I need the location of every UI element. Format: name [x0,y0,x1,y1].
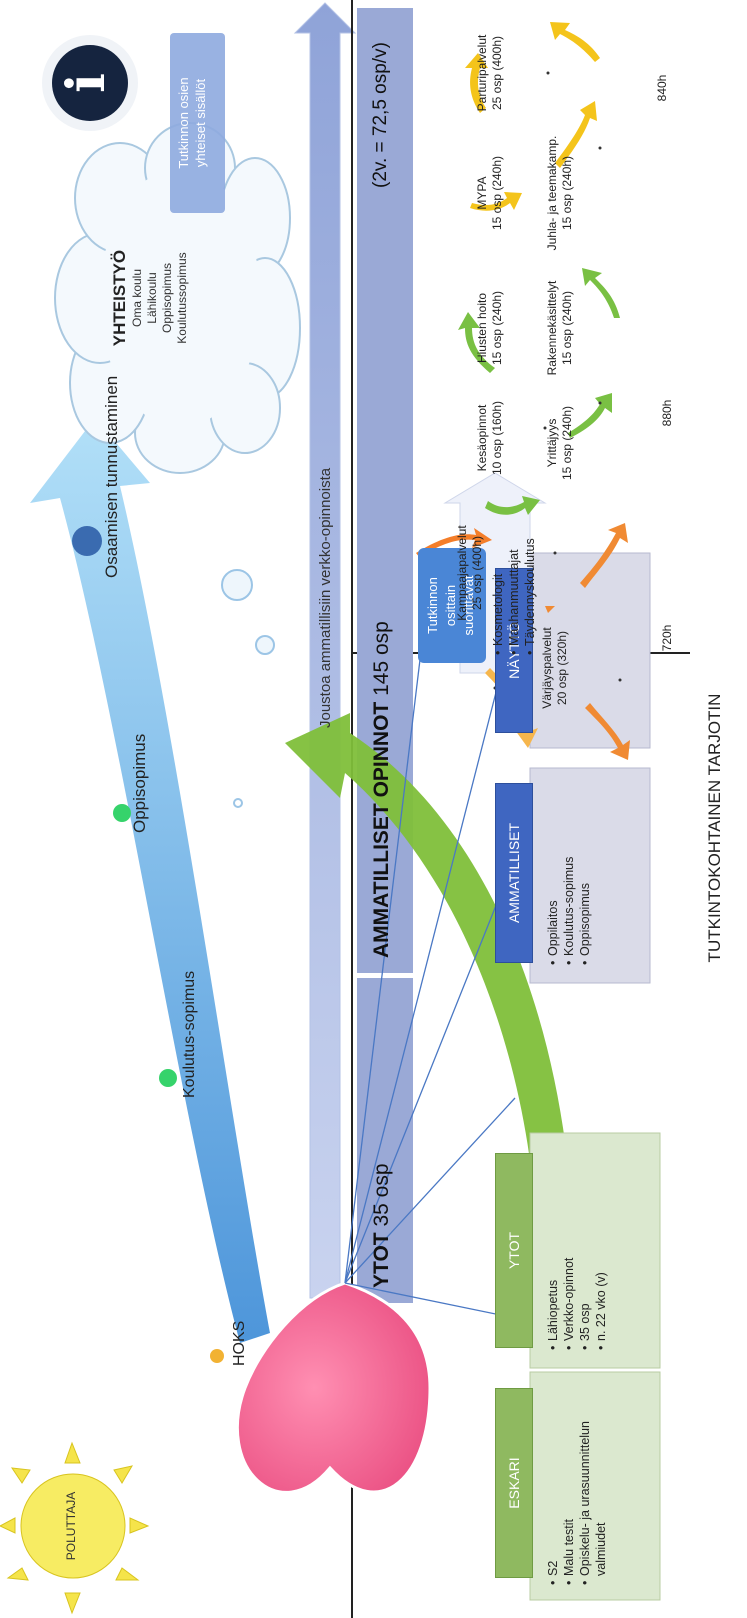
cycle3-hours: 840h [655,74,669,102]
module-name: Hiusten hoito [475,292,489,364]
cycle2-hours: 880h [660,399,674,427]
module-name: Rakennekäsittelyt [545,280,559,376]
cloud-text: YHTEISTYÖ Oma koulu Lähikoulu Oppisopimu… [110,188,190,408]
module-name: MYPA [475,176,489,210]
cloud-line-2: Lähikoulu [145,272,159,324]
info-box: Tutkinnon osien yhteiset sisällöt [175,38,209,208]
card-ytot-item: Lähiopetus [545,1131,561,1341]
heart-shape [235,1281,432,1494]
card-amm-item: Koulutus-sopimus [561,766,577,956]
module-credits: 25 osp (400h) [490,35,504,111]
cycle1-module1: Värjäyspalvelut 20 osp (320h) [540,623,570,713]
cycle1-hours: 720h [660,624,674,652]
flex-arrow-shape [293,2,357,1299]
ytot-bar-text: YTOT 35 osp [370,1163,394,1288]
cycle1-module2: Kampaajapalvelut 25 osp (400h) [455,518,485,628]
amm-bar-rest: 145 osp [370,621,393,696]
module-credits: 15 osp (240h) [560,405,574,481]
card-amm-item: Oppilaitos [545,766,561,956]
cloud-line-4: Koulutussopimus [175,252,189,344]
cycle3-module1: MYPA 15 osp (240h) [475,148,505,238]
cycle2-module1: Kesäopinnot 10 osp (160h) [475,388,505,488]
formula-text: (2v. = 72,5 osp/v) [370,42,391,188]
cycle-yellow-arrows [465,22,600,211]
cycle3-module3: Juhla- ja teemakamp. 15 osp (240h) [545,133,575,253]
card-eskari-item: S2 [545,1371,561,1576]
amm-bar-text: AMMATILLISET OPINNOT 145 osp [370,621,394,958]
module-name: Värjäyspalvelut [540,627,554,709]
info-letter: i [56,73,117,93]
flex-arrow-label: Joustoa ammatillisiin verkko-opinnoista [317,467,334,728]
card-ytot-header: YTOT [495,1153,533,1348]
path-label-koulutus: Koulutus-sopimus [181,970,198,1098]
module-name: Kesäopinnot [475,404,489,472]
cloud-line-1: Oma koulu [130,268,144,328]
module-credits: 15 osp (240h) [560,155,574,231]
amm-bar-bold: AMMATILLISET OPINNOT [370,701,393,958]
cycle2-module3: Yrittäjyys 15 osp (240h) [545,393,575,493]
module-credits: 15 osp (240h) [490,155,504,231]
cloud-shape [54,122,301,474]
cloud-title: YHTEISTYÖ [110,249,129,347]
partial-item: Täydennyskoulutus [522,496,538,646]
module-credits: 10 osp (160h) [490,400,504,476]
card-ytot-item: Verkko-opinnot [561,1131,577,1341]
module-name: Kampaajapalvelut [455,525,469,621]
partial-list: Kosmetologit Maahanmuuttajat Täydennysko… [490,496,538,658]
card-amm-title: AMMATILLISET [506,822,522,924]
partial-box-line: Tutkinnon [425,577,440,634]
card-ytot-title: YTOT [506,1231,522,1270]
module-credits: 15 osp (240h) [560,290,574,366]
card-amm-header: AMMATILLISET [495,783,533,963]
ytot-bar-rest: 35 osp [370,1163,393,1227]
sun-icon [0,1441,150,1615]
progress-arrow-shape [30,418,270,1343]
info-box-line-1: Tutkinnon osien [176,77,191,169]
cloud-line-3: Oppisopimus [160,262,174,334]
card-ytot-list: Lähiopetus Verkko-opinnot 35 osp n. 22 v… [545,1131,609,1353]
module-name: Parturipalvelut [475,34,489,112]
path-label-oppisopimus: Oppisopimus [130,733,149,833]
footer-title: TUTKINTOKOHTAINEN TARJOTIN [705,693,724,963]
partial-item: Kosmetologit [490,496,506,646]
cycle2-module4: Rakennekäsittelyt 15 osp (240h) [545,273,575,383]
card-eskari-item: Malu testit [561,1371,577,1576]
sun-label: POLUTTAJA [64,1491,78,1561]
module-credits: 20 osp (320h) [555,630,569,706]
card-eskari-title: ESKARI [506,1457,522,1509]
cycle2-module2: Hiusten hoito 15 osp (240h) [475,278,505,378]
path-label-hoks: HOKS [231,1320,248,1366]
card-eskari-header: ESKARI [495,1388,533,1578]
info-box-line-2: yhteiset sisällöt [193,78,208,168]
card-eskari-list: S2 Malu testit Opiskelu- ja urasuunnitte… [545,1371,609,1588]
module-name: Yrittäjyys [545,418,559,468]
module-credits: 15 osp (240h) [490,290,504,366]
card-ytot-item: 35 osp [577,1131,593,1341]
ytot-bar-bold: YTOT [370,1232,393,1288]
card-amm-list: Oppilaitos Koulutus-sopimus Oppisopimus [545,766,593,968]
partial-item: Maahanmuuttajat [506,496,522,646]
card-ytot-item: n. 22 vko (v) [593,1131,609,1341]
card-eskari-item: Opiskelu- ja urasuunnittelun valmiudet [577,1371,609,1576]
module-credits: 25 osp (400h) [470,535,484,611]
cycle3-module2: Parturipalvelut 25 osp (400h) [475,23,505,123]
module-name: Juhla- ja teemakamp. [545,135,559,251]
card-amm-item: Oppisopimus [577,766,593,956]
